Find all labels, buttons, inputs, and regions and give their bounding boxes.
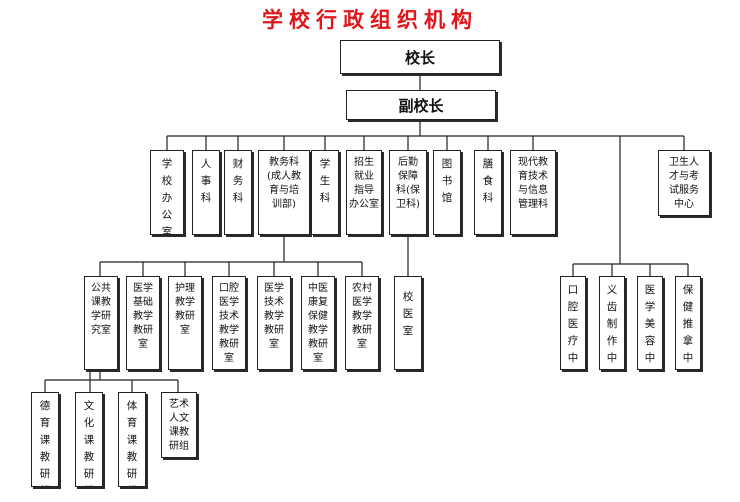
center-label: 口腔医疗中心: [567, 284, 579, 364]
dept-label: 后勤 保障 科(保 卫科): [396, 157, 420, 210]
office-dental-technology: 口腔 医学 技术 教学 教研 室: [212, 276, 246, 370]
office-label: 护理 教学 教研 室: [175, 283, 195, 336]
group-arts-humanities: 艺术 人文 课教 研组: [161, 392, 197, 458]
dept-catering: 膳食科: [474, 150, 502, 235]
dept-label: 膳食科: [482, 158, 494, 204]
chart-title: 学校行政组织机构: [262, 7, 478, 32]
dept-label: 图书馆: [441, 158, 453, 204]
dept-label: 学生科: [319, 158, 331, 204]
dept-label: 卫生人 才与考 试服务 中心: [669, 157, 699, 210]
center-label: 保健推拿中心: [682, 284, 694, 364]
dept-label: 教务科 (成人教 育与培 训部): [267, 157, 301, 210]
dept-label: 人事科: [200, 158, 212, 204]
dept-personnel: 人事科: [192, 150, 220, 235]
office-label: 中医 康复 保健 教学 教研 室: [308, 283, 328, 364]
dept-label: 招生 就业 指导 办公室: [349, 157, 379, 210]
group-label: 德育课教研组: [39, 400, 51, 486]
dept-health-talent-center: 卫生人 才与考 试服务 中心: [658, 150, 710, 216]
principal-label: 校长: [404, 48, 435, 67]
dept-academic-affairs: 教务科 (成人教 育与培 训部): [258, 150, 310, 235]
dept-library: 图书馆: [433, 150, 461, 235]
office-basic-medicine: 医学 基础 教学 教研 室: [126, 276, 160, 370]
office-label: 医学 基础 教学 教研 室: [133, 283, 153, 350]
office-label: 口腔 医学 技术 教学 教研 室: [219, 283, 239, 364]
office-rural-medicine: 农村 医学 教学 教研 室: [345, 276, 379, 370]
office-tcm-rehab: 中医 康复 保健 教学 教研 室: [301, 276, 335, 370]
dept-edtech: 现代教育技术与信息管理科: [510, 150, 556, 235]
center-label: 义齿制作中心: [606, 284, 618, 364]
vice-principal-label: 副校长: [398, 96, 444, 115]
dept-students: 学生科: [311, 150, 339, 235]
dept-label: 财务科: [232, 158, 244, 204]
center-denture-making: 义齿制作中心: [599, 276, 625, 370]
principal-box: 校长: [340, 40, 500, 74]
center-medical-beauty: 医学美容中心: [637, 276, 663, 370]
dept-school-office: 学校办公室: [150, 150, 184, 235]
group-moral-education: 德育课教研组: [31, 392, 59, 487]
school-clinic: 校医室: [394, 276, 422, 370]
group-culture-courses: 文化课教研组: [75, 392, 103, 487]
dept-logistics: 后勤 保障 科(保 卫科): [389, 150, 427, 235]
group-label: 艺术 人文 课教 研组: [169, 399, 189, 452]
office-nursing: 护理 教学 教研 室: [168, 276, 202, 370]
dept-finance: 财务科: [224, 150, 252, 235]
dept-label: 学校办公室: [161, 158, 173, 235]
office-label: 农村 医学 教学 教研 室: [352, 283, 372, 350]
office-label: 医学 技术 教学 教研 室: [264, 283, 284, 350]
center-dental-care: 口腔医疗中心: [560, 276, 586, 370]
group-label: 文化课教研组: [83, 400, 95, 486]
office-medical-technology: 医学 技术 教学 教研 室: [257, 276, 291, 370]
office-label: 公共 课教 学研 究室: [91, 283, 111, 336]
center-label: 医学美容中心: [644, 284, 656, 364]
dept-label: 现代教育技术与信息管理科: [518, 157, 548, 210]
group-physical-education: 体育课教研组: [118, 392, 146, 487]
center-health-massage: 保健推拿中心: [675, 276, 701, 370]
dept-admissions: 招生 就业 指导 办公室: [346, 150, 382, 235]
vice-principal-box: 副校长: [346, 90, 496, 120]
clinic-label: 校医室: [402, 291, 414, 337]
group-label: 体育课教研组: [126, 400, 138, 486]
office-public-courses: 公共 课教 学研 究室: [84, 276, 118, 370]
